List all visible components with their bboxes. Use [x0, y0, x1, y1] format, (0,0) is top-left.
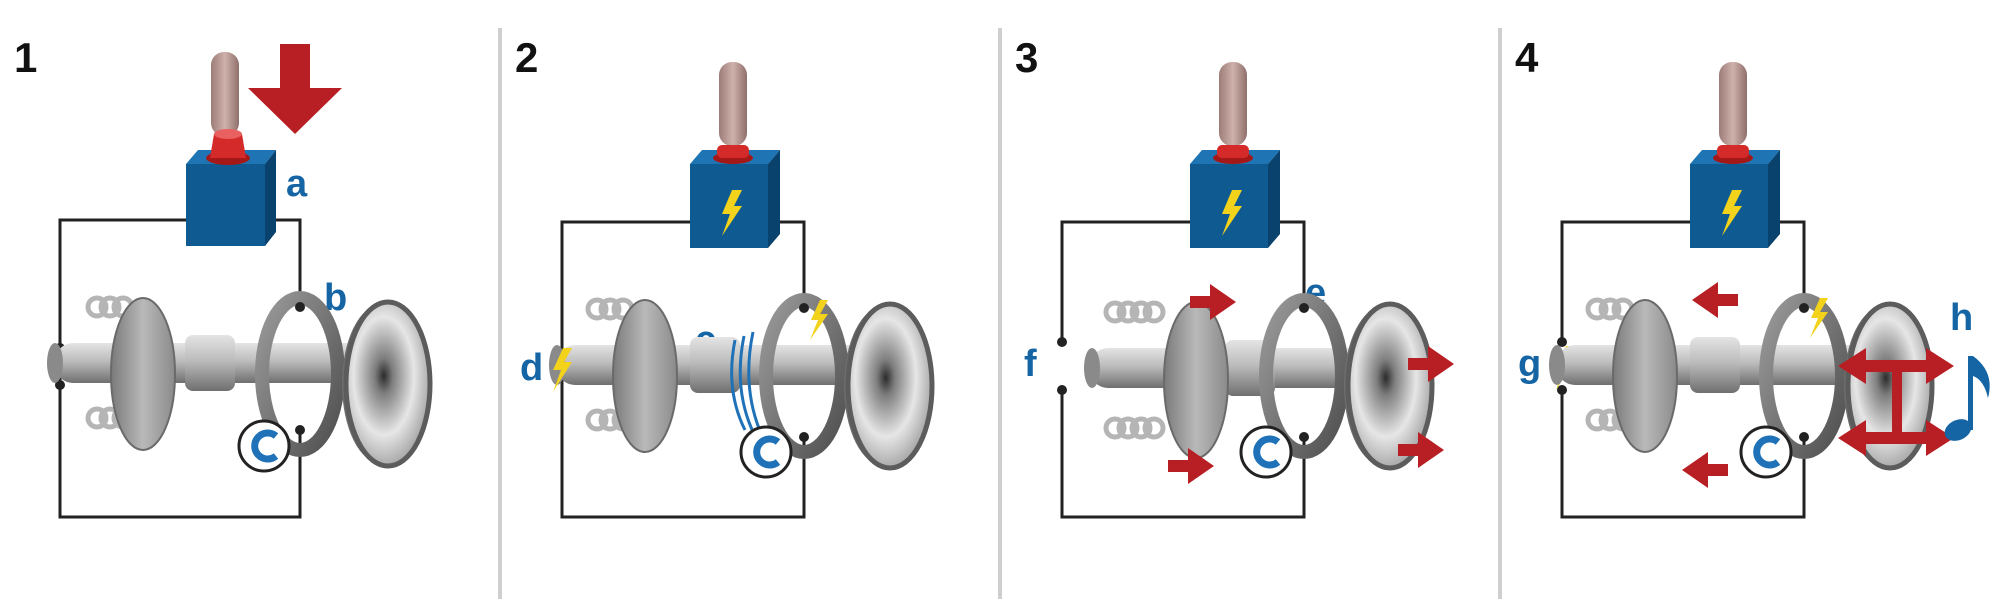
panel-1: 1 a b — [14, 34, 433, 519]
spring-bottom — [1103, 416, 1166, 440]
panel-4: 4 g h — [1515, 34, 1990, 519]
speaker — [1344, 301, 1435, 471]
coil-ring — [759, 293, 849, 459]
motion-arrow-icon — [1168, 284, 1454, 484]
circuit-wire — [1560, 220, 1690, 342]
finger-icon — [719, 62, 747, 146]
doorbell-switch — [1690, 145, 1780, 248]
armature-disc — [110, 297, 176, 451]
label-h: h — [1950, 297, 1973, 339]
lightning-icon — [1810, 298, 1828, 338]
lightning-icon — [553, 348, 572, 392]
magnet-icon — [1239, 425, 1293, 479]
music-note-icon — [1944, 356, 1990, 441]
doorbell-switch — [186, 129, 276, 246]
push-arrow-icon — [248, 44, 342, 134]
magnet-icon — [739, 425, 793, 479]
panel-number: 2 — [515, 34, 538, 81]
label-d: d — [520, 347, 543, 389]
spring-top — [585, 297, 635, 321]
armature-disc — [612, 299, 678, 453]
magnet-icon — [237, 419, 291, 473]
label-f: f — [1024, 343, 1037, 385]
armature-disc — [1612, 299, 1678, 453]
finger-icon — [211, 52, 239, 136]
circuit-wire — [560, 220, 690, 380]
coil-ring — [1259, 293, 1349, 459]
finger-icon — [1719, 62, 1747, 146]
speaker — [342, 299, 433, 469]
coil-ring — [255, 291, 345, 457]
spring-top — [1103, 300, 1166, 324]
motion-arrow-icon — [1682, 282, 1738, 488]
lightning-icon — [1222, 190, 1242, 236]
panel-number: 3 — [1015, 34, 1038, 81]
circuit-wire — [1060, 220, 1190, 342]
armature-disc — [1163, 301, 1229, 459]
label-b: b — [324, 277, 347, 319]
panel-2: 2 c d — [515, 34, 935, 519]
panel-number: 1 — [14, 34, 37, 81]
vibration-arrow-icon — [1838, 348, 1954, 456]
lightning-icon — [722, 190, 742, 236]
coil-ring — [1759, 293, 1849, 459]
panel-3: 3 e f — [1015, 34, 1454, 519]
doorbell-switch — [690, 145, 780, 248]
lightning-icon — [810, 300, 828, 340]
magnet-icon — [1739, 425, 1793, 479]
circuit-wire — [1060, 390, 1306, 519]
circuit-wire — [1560, 390, 1806, 519]
panel-number: 4 — [1515, 34, 1539, 81]
circuit-wire — [58, 218, 302, 519]
lightning-icon — [1722, 190, 1742, 236]
circuit-wire — [560, 380, 806, 519]
finger-icon — [1219, 62, 1247, 146]
label-a: a — [286, 163, 308, 205]
speaker — [844, 301, 935, 471]
spring-top — [1585, 297, 1635, 321]
label-g: g — [1518, 343, 1541, 385]
circuit-wire — [265, 218, 302, 307]
